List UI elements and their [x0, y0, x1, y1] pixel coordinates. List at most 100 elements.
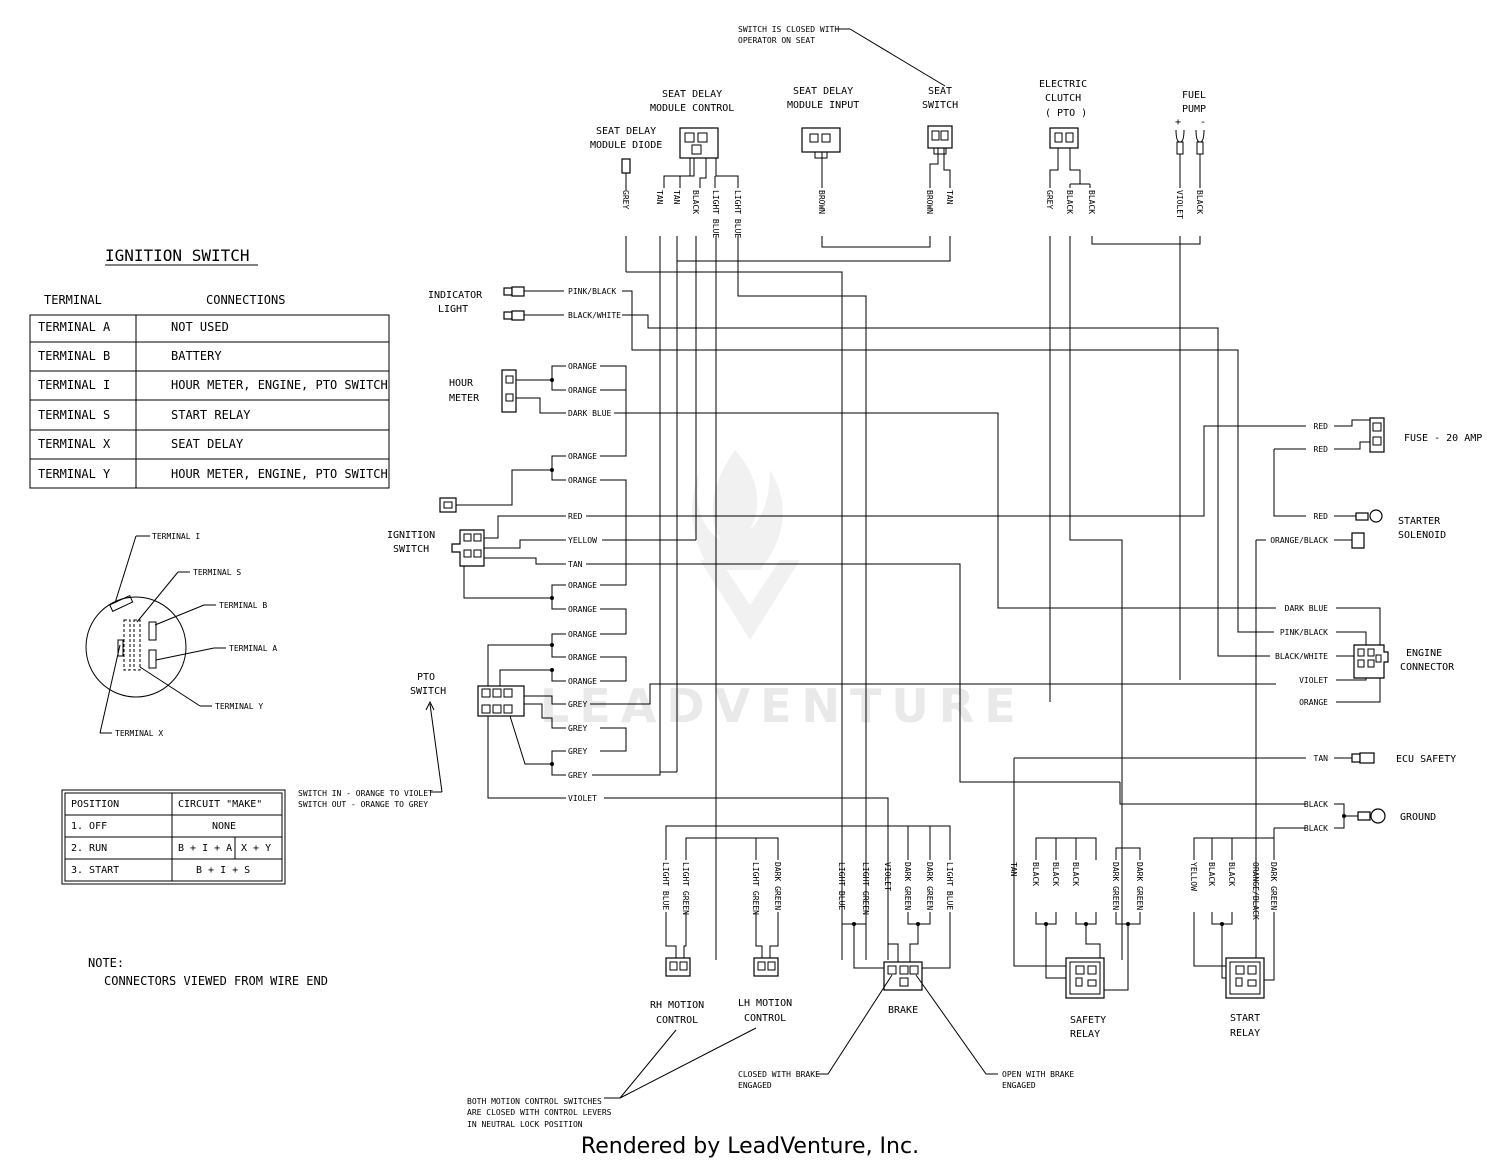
electric-clutch-connector — [1049, 127, 1079, 149]
wire-label-bottom: TAN — [1009, 862, 1018, 877]
footer-credit: Rendered by LeadVenture, Inc. — [580, 1134, 920, 1159]
brake-closed-note: ENGAGED — [738, 1081, 772, 1090]
pto-switch-connector: PTO SWITCH SWITCH IN - ORANGE TO VIOLET … — [298, 672, 525, 809]
seat-closed-note: OPERATOR ON SEAT — [738, 36, 815, 45]
wire-label-top: GREY — [1045, 190, 1054, 209]
wire-label-bottom: LIGHT BLUE — [661, 862, 670, 910]
safety-relay-label: SAFETY — [1070, 1015, 1106, 1026]
wire-label-right: BLACK — [1304, 800, 1328, 809]
hour-meter-label: HOUR — [449, 378, 474, 389]
wire-label-bottom: LIGHT BLUE — [945, 862, 954, 910]
position-run: 2. RUN — [71, 843, 107, 854]
rh-motion-label: CONTROL — [656, 1015, 698, 1026]
wire-label-right: VIOLET — [1299, 676, 1328, 685]
indicator-light-label: INDICATOR — [428, 290, 483, 301]
wire-label-top: VIOLET — [1175, 190, 1184, 219]
wire-label-left: YELLOW — [568, 536, 597, 545]
ignition-switch-face: TERMINAL I TERMINAL S TERMINAL B TERMINA… — [85, 532, 277, 738]
motion-note: ARE CLOSED WITH CONTROL LEVERS — [467, 1108, 612, 1117]
col-terminal: TERMINAL — [44, 293, 102, 307]
wire-label-bottom: VIOLET — [883, 862, 892, 891]
wire-label-top: LIGHT BLUE — [733, 190, 742, 238]
wires — [456, 148, 1381, 991]
seat-delay-input-label: MODULE INPUT — [787, 100, 859, 111]
safety-relay-label: RELAY — [1070, 1029, 1100, 1040]
wire-label-bottom: LIGHT GREEN — [681, 862, 690, 915]
wire-label-top: TAN — [945, 190, 954, 205]
wire-label-bottom: BLACK — [1227, 862, 1236, 886]
lh-motion-label: CONTROL — [744, 1013, 786, 1024]
wire-label-right: BLACK — [1304, 824, 1328, 833]
ignition-switch-table: IGNITION SWITCH TERMINAL CONNECTIONS TER… — [29, 246, 390, 489]
fuel-pump-label: FUEL — [1182, 90, 1206, 101]
seat-closed-note: SWITCH IS CLOSED WITH — [738, 25, 839, 34]
wire-label-top: BROWN — [817, 190, 826, 214]
ecu-safety-label: ECU SAFETY — [1396, 754, 1456, 765]
wire-label-bottom: ORANGE/BLACK — [1251, 862, 1260, 920]
brake-open-note: OPEN WITH BRAKE — [1002, 1070, 1074, 1079]
wire-label-left: GREY — [568, 700, 587, 709]
brake-switch: BRAKE — [883, 961, 923, 1016]
wire-label-left: ORANGE — [568, 476, 597, 485]
motion-note: BOTH MOTION CONTROL SWITCHES — [467, 1097, 602, 1106]
circuit-run: B + I + A — [178, 843, 232, 854]
ignition-switch-connector: IGNITION SWITCH — [387, 497, 485, 567]
wire-label-bottom: YELLOW — [1189, 862, 1198, 891]
wire-label-left: ORANGE — [568, 452, 597, 461]
terminal-s-label: TERMINAL S — [193, 568, 241, 577]
safety-relay: SAFETY RELAY — [1065, 957, 1106, 1040]
indicator-light: INDICATOR LIGHT — [428, 286, 525, 321]
seat-switch-label: SEAT — [928, 86, 952, 97]
engine-connector-label: ENGINE — [1406, 648, 1442, 659]
wire-label-bottom: LIGHT GREEN — [751, 862, 760, 915]
terminal-i-label: TERMINAL I — [152, 532, 200, 541]
wire-label-bottom: BLACK — [1031, 862, 1040, 886]
wire-label-left: GREY — [568, 747, 587, 756]
wire-label-top: BLACK — [1087, 190, 1096, 214]
brake-open-note: ENGAGED — [1002, 1081, 1036, 1090]
wire-label-right: ORANGE/BLACK — [1270, 536, 1328, 545]
wire-label-left: ORANGE — [568, 581, 597, 590]
wire-label-bottom: BLACK — [1071, 862, 1080, 886]
rh-motion-label: RH MOTION — [650, 1000, 704, 1011]
position-table: POSITION CIRCUIT "MAKE" 1. OFF NONE 2. R… — [61, 789, 286, 885]
table-connection: HOUR METER, ENGINE, PTO SWITCH — [171, 378, 388, 392]
indicator-light-label: LIGHT — [438, 304, 468, 315]
table-connection: HOUR METER, ENGINE, PTO SWITCH — [171, 467, 388, 481]
wire-label-left: GREY — [568, 724, 587, 733]
pto-switch-label: PTO — [417, 672, 435, 683]
start-relay-label: START — [1230, 1013, 1260, 1024]
wire-label-left: ORANGE — [568, 653, 597, 662]
seat-delay-diode-label: SEAT DELAY — [596, 126, 656, 137]
circuit-start: B + I + S — [196, 865, 250, 876]
electric-clutch-label: CLUTCH — [1045, 93, 1081, 104]
ignition-switch-label: SWITCH — [393, 544, 429, 555]
col-connections: CONNECTIONS — [206, 293, 285, 307]
electric-clutch-label: ELECTRIC — [1039, 79, 1087, 90]
fuse-label: FUSE - 20 AMP — [1404, 433, 1482, 444]
wire-label-top: BROWN — [925, 190, 934, 214]
terminal-a-label: TERMINAL A — [229, 644, 277, 653]
table-terminal: TERMINAL X — [38, 437, 111, 451]
table-connection: NOT USED — [171, 320, 229, 334]
wire-label-left: PINK/BLACK — [568, 287, 616, 296]
wire-label-right: TAN — [1314, 754, 1329, 763]
engine-connector-label: CONNECTOR — [1400, 662, 1455, 673]
pto-note: SWITCH IN - ORANGE TO VIOLET — [298, 789, 433, 798]
seat-delay-control-label: SEAT DELAY — [662, 89, 722, 100]
circuit-off: NONE — [212, 821, 236, 832]
wire-label-left: ORANGE — [568, 386, 597, 395]
wire-label-bottom: DARK GREEN — [773, 862, 782, 910]
wire-label-top: LIGHT BLUE — [711, 190, 720, 238]
wire-label-right: RED — [1314, 445, 1329, 454]
pto-note: SWITCH OUT - ORANGE TO GREY — [298, 800, 428, 809]
wire-label-left: ORANGE — [568, 605, 597, 614]
ground-label: GROUND — [1400, 812, 1436, 823]
position-off: 1. OFF — [71, 821, 107, 832]
ground: GROUND — [1357, 808, 1436, 824]
starter-solenoid-label: STARTER — [1398, 516, 1441, 527]
table-terminal: TERMINAL Y — [38, 467, 111, 481]
wire-label-left: TAN — [568, 560, 583, 569]
